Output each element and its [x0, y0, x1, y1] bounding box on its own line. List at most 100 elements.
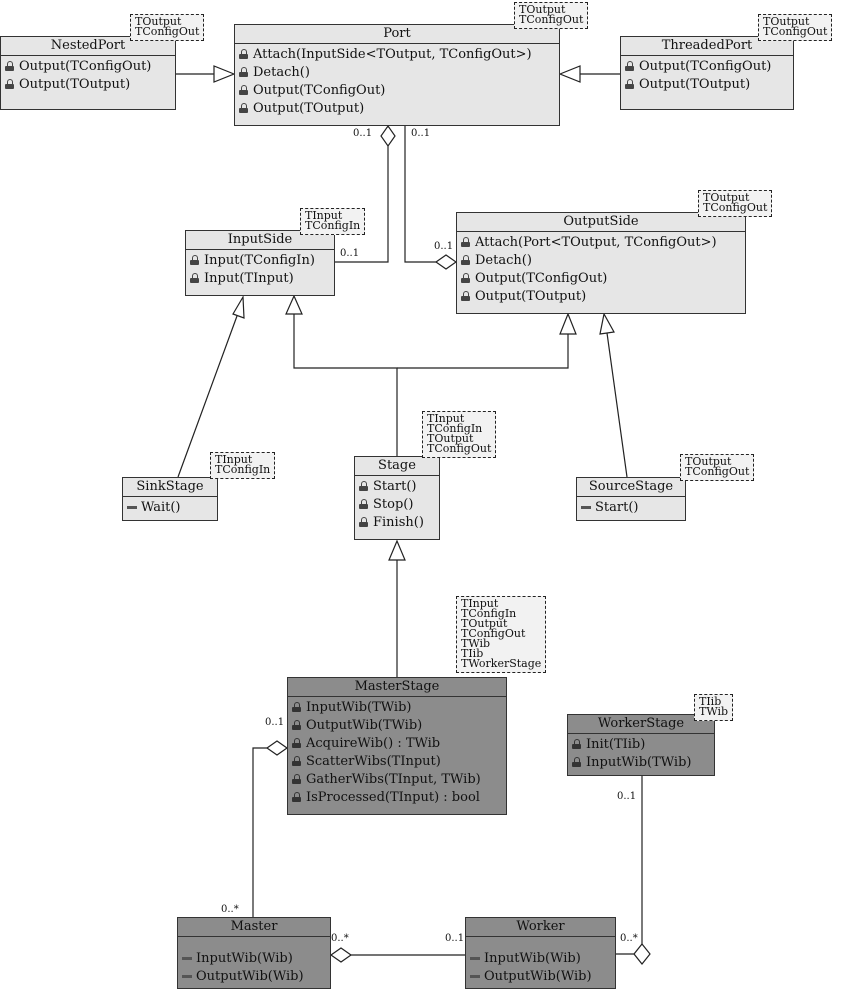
template-params: TInput TConfigIn TOutput TConfigOut: [422, 411, 497, 458]
lock-icon: [292, 738, 301, 748]
template-param: TOutput: [461, 617, 508, 630]
template-param: TConfigOut: [427, 442, 492, 455]
template-params: TOutput TConfigOut: [680, 454, 755, 481]
operation-text: Output(TConfigOut): [19, 59, 152, 74]
dash-icon: [581, 502, 591, 512]
template-params: TInput TConfigIn: [300, 208, 366, 235]
lock-icon: [461, 255, 470, 265]
operation: OutputWib(TWib): [288, 717, 506, 735]
operation: InputWib(Wib): [178, 950, 330, 968]
operation: OutputWib(Wib): [178, 968, 330, 986]
operations: Start() Stop() Finish(): [355, 476, 439, 536]
operation: ScatterWibs(TInput): [288, 753, 506, 771]
class-name: Master: [178, 918, 330, 937]
operation-text: GatherWibs(TInput, TWib): [306, 772, 481, 787]
multiplicity-label: 0..1: [434, 241, 454, 252]
operation-text: Output(TConfigOut): [253, 83, 386, 98]
operation-text: Input(TConfigIn): [204, 253, 315, 268]
lock-icon: [239, 49, 248, 59]
operation: Attach(Port<TOutput, TConfigOut>): [457, 234, 745, 252]
operation-text: Output(TConfigOut): [475, 271, 608, 286]
operations: Attach(Port<TOutput, TConfigOut>) Detach…: [457, 232, 745, 310]
class-worker[interactable]: Worker InputWib(Wib) OutputWib(Wib): [465, 917, 616, 989]
operation: Start(): [577, 499, 685, 517]
class-outputside[interactable]: OutputSide Attach(Port<TOutput, TConfigO…: [456, 212, 746, 314]
lock-icon: [292, 720, 301, 730]
operations: Output(TConfigOut) Output(TOutput): [1, 56, 175, 98]
template-param: TConfigIn: [215, 463, 271, 476]
operations: Wait(): [123, 497, 217, 521]
class-stage[interactable]: Stage Start() Stop() Finish(): [354, 456, 440, 540]
class-port[interactable]: Port Attach(InputSide<TOutput, TConfigOu…: [234, 24, 560, 126]
lock-icon: [572, 757, 581, 767]
class-name: OutputSide: [457, 213, 745, 232]
operation: InputWib(TWib): [288, 699, 506, 717]
lock-icon: [239, 67, 248, 77]
operation: Input(TConfigIn): [186, 252, 334, 270]
class-name: SinkStage: [123, 478, 217, 497]
operations: Output(TConfigOut) Output(TOutput): [621, 56, 793, 98]
lock-icon: [625, 79, 634, 89]
operation-text: Input(TInput): [204, 271, 294, 286]
template-param: TOutput: [685, 455, 732, 468]
operation: Init(TIib): [568, 736, 714, 754]
operation: Output(TOutput): [235, 100, 559, 118]
operation-text: Output(TOutput): [19, 77, 131, 92]
template-param: TWib: [461, 637, 491, 650]
operation-text: Start(): [595, 500, 639, 515]
multiplicity-label: 0..1: [340, 248, 360, 259]
operation: Attach(InputSide<TOutput, TConfigOut>): [235, 46, 559, 64]
lock-icon: [239, 103, 248, 113]
template-params: TOutput TConfigOut: [698, 190, 773, 217]
class-threadedport[interactable]: ThreadedPort Output(TConfigOut) Output(T…: [620, 36, 794, 110]
operation-text: OutputWib(Wib): [484, 969, 592, 984]
template-param: TConfigIn: [305, 219, 361, 232]
lock-icon: [359, 499, 368, 509]
template-param: TInput: [427, 412, 465, 425]
class-nestedport[interactable]: NestedPort Output(TConfigOut) Output(TOu…: [0, 36, 176, 110]
operation-text: Attach(InputSide<TOutput, TConfigOut>): [253, 47, 532, 62]
operation-text: AcquireWib() : TWib: [306, 736, 441, 751]
template-param: TOutput: [763, 15, 810, 28]
class-workerstage[interactable]: WorkerStage Init(TIib) InputWib(TWib): [567, 714, 715, 776]
operation-text: IsProcessed(TInput) : bool: [306, 790, 480, 805]
lock-icon: [292, 756, 301, 766]
template-param: TWib: [699, 705, 729, 718]
operation-text: InputWib(Wib): [484, 951, 581, 966]
operation-text: Finish(): [373, 515, 424, 530]
operation-text: Detach(): [475, 253, 532, 268]
class-name: SourceStage: [577, 478, 685, 497]
template-param: TOutput: [135, 15, 182, 28]
lock-icon: [190, 255, 199, 265]
dash-icon: [470, 953, 480, 963]
dash-icon: [182, 971, 192, 981]
operation: Detach(): [235, 64, 559, 82]
class-inputside[interactable]: InputSide Input(TConfigIn) Input(TInput): [185, 230, 335, 296]
class-name: NestedPort: [1, 37, 175, 56]
class-sinkstage[interactable]: SinkStage Wait(): [122, 477, 218, 521]
class-master[interactable]: Master InputWib(Wib) OutputWib(Wib): [177, 917, 331, 989]
template-param: TWorkerStage: [461, 657, 542, 670]
multiplicity-label: 0..*: [221, 904, 239, 915]
operations: Init(TIib) InputWib(TWib): [568, 734, 714, 776]
operation: AcquireWib() : TWib: [288, 735, 506, 753]
operation: Start(): [355, 478, 439, 496]
class-name: InputSide: [186, 231, 334, 250]
class-sourcestage[interactable]: SourceStage Start(): [576, 477, 686, 521]
operation-text: Output(TOutput): [475, 289, 587, 304]
operation-text: ScatterWibs(TInput): [306, 754, 441, 769]
operation: Detach(): [457, 252, 745, 270]
template-param: TInput: [461, 597, 499, 610]
operation: InputWib(Wib): [466, 950, 615, 968]
lock-icon: [359, 481, 368, 491]
operation: InputWib(TWib): [568, 754, 714, 772]
template-param: TConfigOut: [685, 465, 750, 478]
lock-icon: [461, 237, 470, 247]
class-masterstage[interactable]: MasterStage InputWib(TWib) OutputWib(TWi…: [287, 677, 507, 815]
operation-text: Attach(Port<TOutput, TConfigOut>): [475, 235, 717, 250]
operation-text: InputWib(TWib): [306, 700, 412, 715]
operations: Start(): [577, 497, 685, 521]
operation-text: Stop(): [373, 497, 414, 512]
operation-text: OutputWib(Wib): [196, 969, 304, 984]
